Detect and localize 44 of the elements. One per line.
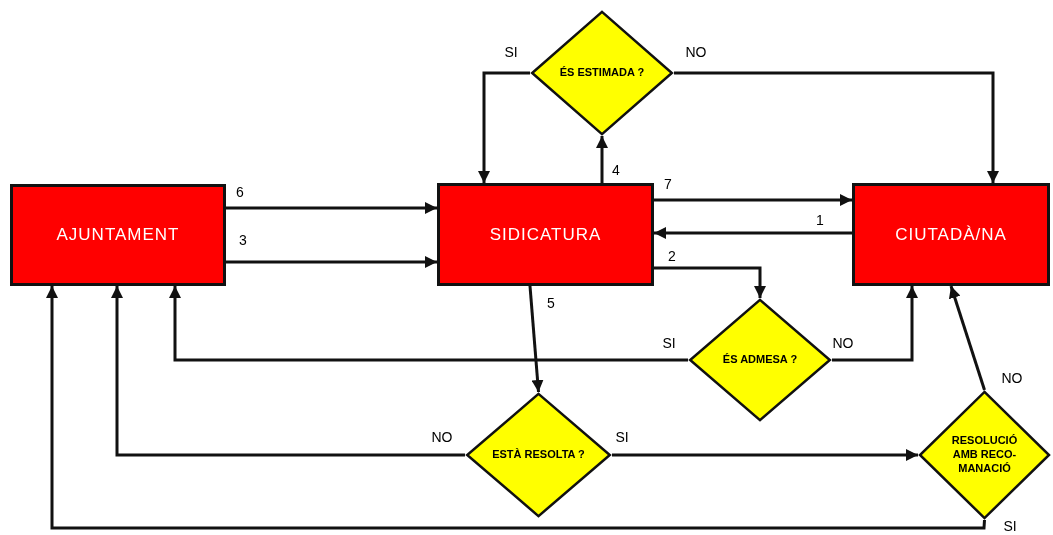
edge-label: 5 <box>546 295 556 311</box>
arrow <box>948 285 986 391</box>
arrow <box>528 285 544 393</box>
node-label: ÉS ESTIMADA ? <box>559 66 645 80</box>
node-label: SIDICATURA <box>489 224 602 245</box>
arrow <box>596 136 608 183</box>
arrow <box>654 266 766 298</box>
node-label: ÉS ADMESA ? <box>722 353 798 367</box>
edge-label: SI <box>661 335 677 351</box>
edge-label: 7 <box>663 176 673 192</box>
node-label: AJUNTAMENT <box>56 225 180 245</box>
process-box <box>10 184 226 286</box>
edge-label: 4 <box>611 162 621 178</box>
node-label: ESTÀ RESOLTA ? <box>492 448 585 462</box>
edge-label: SI <box>614 429 630 445</box>
arrow <box>654 194 852 206</box>
arrow <box>226 202 437 214</box>
node-label: CIUTADÀ/NA <box>895 224 1007 245</box>
decision-diamond <box>530 10 674 136</box>
edge-label: NO <box>831 335 855 351</box>
process-box <box>437 183 654 286</box>
edge-label: 2 <box>667 248 677 264</box>
arrow <box>169 286 688 362</box>
edge-label: SI <box>503 44 519 60</box>
edge-label: SI <box>1002 518 1018 534</box>
edge-label: NO <box>684 44 708 60</box>
arrow <box>832 286 918 362</box>
arrow <box>674 71 999 183</box>
edge-label: NO <box>430 429 454 445</box>
process-box <box>852 183 1050 286</box>
arrow <box>612 449 918 461</box>
edge-label: 1 <box>815 212 825 228</box>
edge-label: NO <box>1000 370 1024 386</box>
decision-diamond <box>688 298 832 422</box>
arrow <box>46 286 986 530</box>
decision-diamond <box>918 390 1051 520</box>
edge-label: 3 <box>238 232 248 248</box>
arrow <box>111 286 465 457</box>
arrow <box>226 256 437 268</box>
arrow <box>654 227 852 239</box>
decision-diamond <box>465 392 612 518</box>
edge-label: 6 <box>235 184 245 200</box>
arrow <box>478 71 530 183</box>
node-label: RESOLUCIÓ AMB RECO- MANACIÓ <box>950 434 1019 476</box>
